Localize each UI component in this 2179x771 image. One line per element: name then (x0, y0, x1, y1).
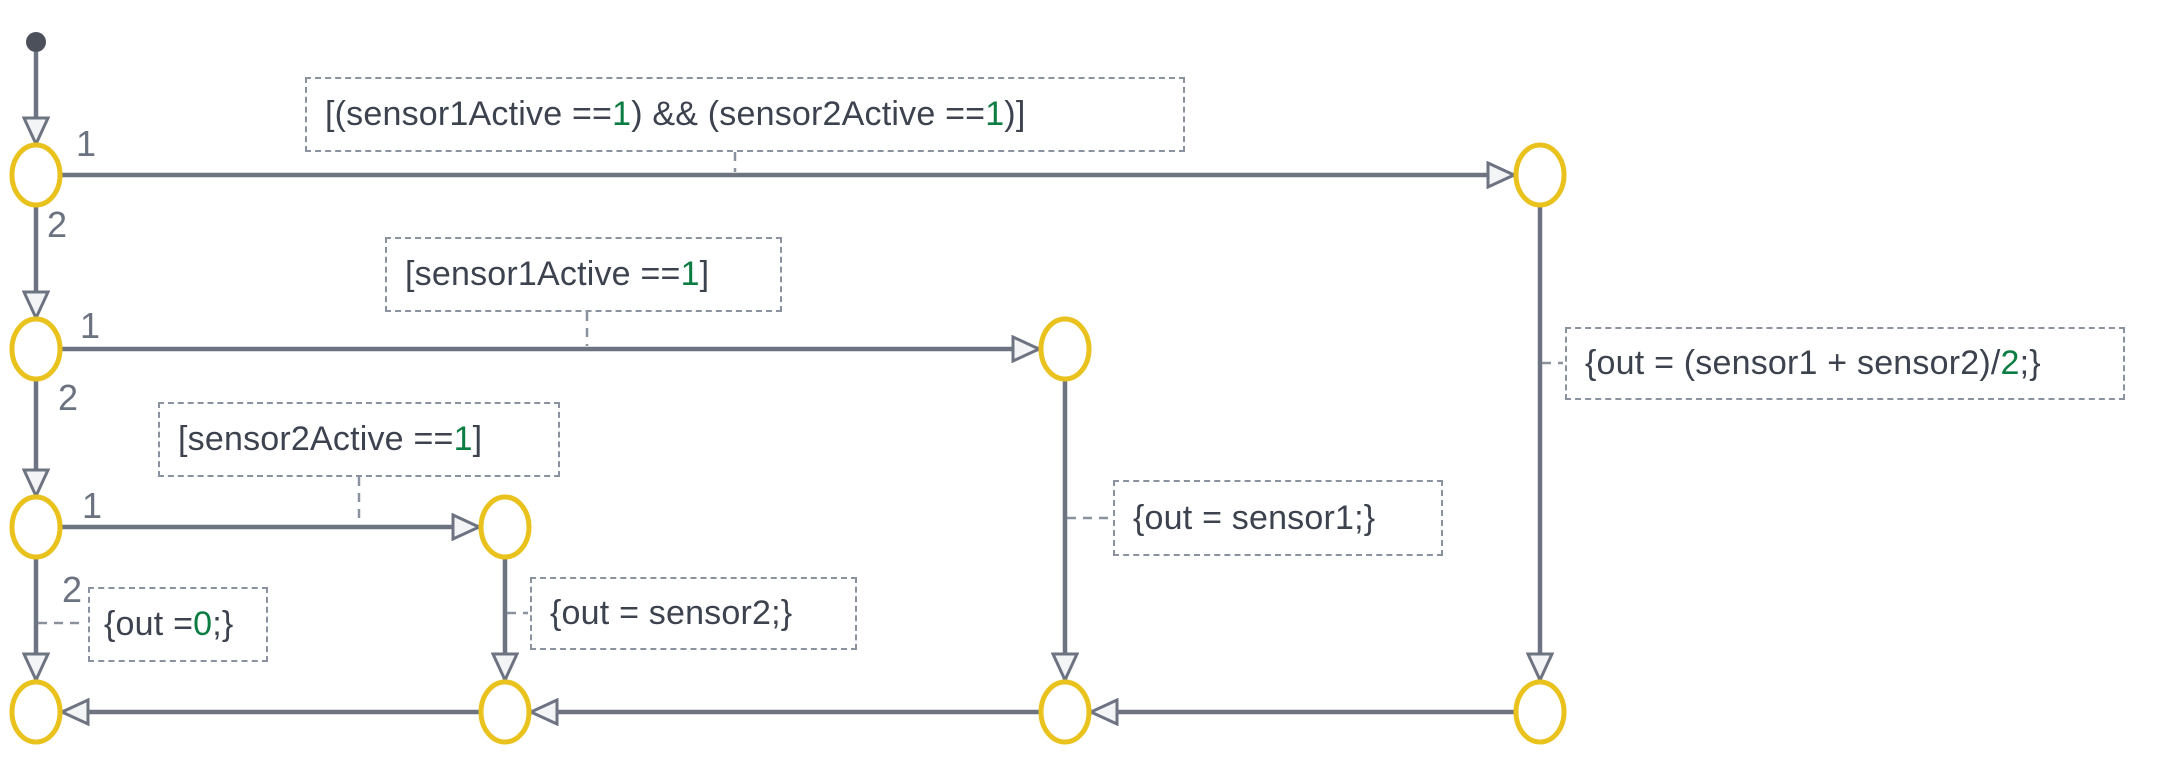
label-value: 2 (2000, 344, 2020, 382)
junction-end-sensor1[interactable] (1038, 679, 1092, 745)
label-text: ;} (2019, 344, 2041, 382)
action-label-average[interactable]: {out = (sensor1 + sensor2)/2;} (1565, 327, 2125, 400)
junction-root[interactable] (9, 142, 63, 208)
condition-label-both-sensors[interactable]: [(sensor1Active == 1) && (sensor2Active … (305, 77, 1185, 152)
junction-check-sensor1[interactable] (9, 316, 63, 382)
condition-label-sensor2[interactable]: [sensor2Active == 1] (158, 402, 560, 477)
junction-sensor1-active[interactable] (1038, 316, 1092, 382)
label-text: )] (1004, 95, 1026, 133)
action-label-zero[interactable]: {out = 0;} (88, 587, 268, 662)
junction-check-sensor2[interactable] (9, 494, 63, 560)
junction-sensor2-active[interactable] (478, 494, 532, 560)
priority-label-root-2[interactable]: 2 (47, 204, 68, 245)
label-text: [sensor1Active == (405, 255, 681, 293)
label-text: ] (699, 255, 710, 293)
label-text: {out = (sensor1 + sensor2)/ (1585, 344, 2001, 382)
label-text: {out = (104, 605, 194, 643)
initial-state-dot[interactable] (26, 32, 46, 52)
label-value: 1 (680, 255, 700, 293)
label-text: [(sensor1Active == (325, 95, 613, 133)
label-text: ;} (212, 605, 234, 643)
label-value: 1 (453, 420, 473, 458)
priority-label-level3-2[interactable]: 2 (62, 569, 83, 610)
label-value: 1 (612, 95, 632, 133)
priority-label-level2-2[interactable]: 2 (58, 377, 79, 418)
condition-label-sensor1[interactable]: [sensor1Active == 1] (385, 237, 782, 312)
label-text: ) && (sensor2Active == (631, 95, 986, 133)
label-text: ] (472, 420, 483, 458)
label-value: 1 (985, 95, 1005, 133)
label-text: {out = sensor2;} (550, 594, 793, 632)
label-text: {out = sensor1;} (1133, 498, 1376, 537)
label-text: [sensor2Active == (178, 420, 454, 458)
priority-label-root-1[interactable]: 1 (76, 123, 97, 164)
label-value: 0 (193, 605, 213, 643)
action-label-sensor1[interactable]: {out = sensor1;} (1113, 480, 1443, 556)
priority-label-level2-1[interactable]: 1 (80, 305, 101, 346)
junction-end-left[interactable] (9, 679, 63, 745)
junction-both-active[interactable] (1513, 142, 1567, 208)
action-label-sensor2[interactable]: {out = sensor2;} (530, 577, 857, 650)
junction-end-right[interactable] (1513, 679, 1567, 745)
priority-label-level3-1[interactable]: 1 (82, 485, 103, 526)
junction-end-sensor2[interactable] (478, 679, 532, 745)
